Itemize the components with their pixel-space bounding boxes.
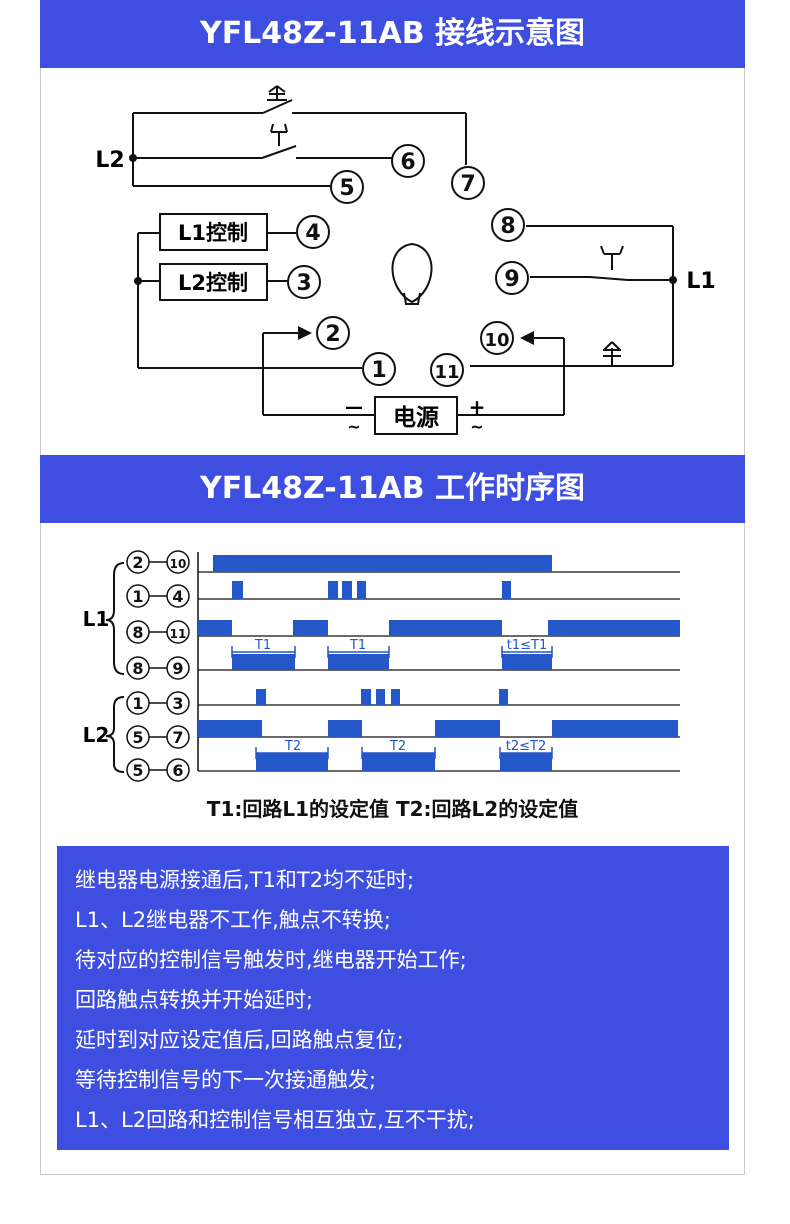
row-0-pin-label: 10 (170, 557, 187, 571)
row-6-pin-label: 5 (132, 761, 143, 780)
pin-10-circle (480, 321, 514, 355)
t2-rule-marker: t2≤T2 (506, 739, 546, 754)
pin-7-label: 7 (460, 172, 475, 197)
timing-pulse (500, 753, 552, 771)
timing-pulse (391, 689, 400, 705)
timing-pulse (499, 689, 508, 705)
pin-1-label: 1 (371, 358, 386, 383)
pin-9-circle (495, 261, 529, 295)
t2-marker-1: T2 (284, 739, 301, 754)
timing-pulse (232, 654, 295, 670)
t1-marker-1: T1 (254, 638, 271, 653)
pin-3-circle (287, 265, 321, 299)
timing-pulse (232, 581, 243, 599)
pin-10-label: 10 (484, 330, 509, 351)
timing-pulse (198, 620, 232, 636)
timing-pulse (328, 654, 389, 670)
timing-pulse (328, 581, 338, 599)
timing-pulse (342, 581, 352, 599)
ac-right-label: ~ (470, 417, 483, 436)
pin-6-circle (391, 144, 425, 178)
l2-wire-label: L2 (95, 148, 124, 173)
timing-pulse (213, 555, 552, 572)
pin-11-label: 11 (434, 362, 459, 383)
note-line: 等待控制信号的下一次接通触发; (75, 1068, 377, 1092)
row-2-pin-label: 8 (132, 623, 143, 642)
notes-box: 继电器电源接通后,T1和T2均不延时; L1、L2继电器不工作,触点不转换; 待… (57, 846, 729, 1150)
timing-pulse (256, 689, 266, 705)
pin-4-circle (296, 215, 330, 249)
row-3-pin-label: 8 (132, 659, 143, 678)
timing-pulse (198, 720, 262, 737)
power-label: 电源 (393, 405, 439, 431)
timing-pulse (361, 689, 371, 705)
timing-legend: T1:回路L1的设定值 T2:回路L2的设定值 (206, 797, 579, 821)
row-1-pin-label: 1 (132, 587, 143, 606)
t2-marker-2: T2 (389, 739, 406, 754)
pin-4-label: 4 (305, 221, 320, 246)
timing-pulse (389, 620, 502, 636)
timing-pulse (435, 720, 500, 737)
pin-7-circle (451, 166, 485, 200)
row-3-pin-label: 9 (172, 659, 183, 678)
pin-5-label: 5 (339, 176, 354, 201)
note-line: 继电器电源接通后,T1和T2均不延时; (75, 868, 415, 892)
group-l2-label: L2 (83, 723, 110, 747)
row-2-pin-label: 11 (170, 627, 187, 641)
row-6-pin-label: 6 (172, 761, 183, 780)
timing-pulse (376, 689, 385, 705)
plus-label: + (469, 395, 486, 419)
pin-3-label: 3 (296, 271, 311, 296)
timing-title: YFL48Z-11AB 工作时序图 (40, 455, 745, 523)
timing-pulse (328, 720, 362, 737)
pin-8-circle (491, 208, 525, 242)
minus-label: — (345, 397, 363, 418)
timing-pulse (502, 581, 511, 599)
group-l1-label: L1 (83, 607, 110, 631)
row-4-pin-label: 1 (132, 694, 143, 713)
l1-control-label: L1控制 (178, 221, 248, 245)
timing-pulse (256, 753, 328, 771)
pin-5-circle (330, 170, 364, 204)
pin-11-circle (430, 353, 464, 387)
pin-2-circle (316, 316, 350, 350)
note-line: 延时到对应设定值后,回路触点复位; (75, 1028, 404, 1052)
timing-pulse (293, 620, 328, 636)
row-0-pin-label: 2 (132, 553, 143, 572)
timing-pulse (357, 581, 366, 599)
pin-8-label: 8 (500, 214, 515, 239)
l2-control-label: L2控制 (178, 271, 248, 295)
note-line: L1、L2继电器不工作,触点不转换; (75, 908, 391, 932)
timing-pulse (548, 620, 680, 636)
wiring-title: YFL48Z-11AB 接线示意图 (40, 0, 745, 68)
ac-left-label: ~ (347, 417, 360, 436)
row-1-pin-label: 4 (172, 587, 183, 606)
note-line: 回路触点转换并开始延时; (75, 988, 314, 1012)
l1-wire-label: L1 (686, 269, 715, 294)
t1-rule-marker: t1≤T1 (507, 638, 547, 653)
pin-6-label: 6 (400, 150, 415, 175)
pin-2-label: 2 (325, 322, 340, 347)
timing-pulse (362, 753, 435, 771)
row-5-pin-label: 5 (132, 728, 143, 747)
timing-pulse (502, 654, 552, 670)
timing-pulse (552, 720, 678, 737)
pin-9-label: 9 (504, 267, 519, 292)
note-line: L1、L2回路和控制信号相互独立,互不干扰; (75, 1108, 475, 1132)
note-line: 待对应的控制信号触发时,继电器开始工作; (75, 948, 467, 972)
pin-1-circle (362, 352, 396, 386)
row-5-pin-label: 7 (172, 728, 183, 747)
t1-marker-2: T1 (349, 638, 366, 653)
row-4-pin-label: 3 (172, 694, 183, 713)
